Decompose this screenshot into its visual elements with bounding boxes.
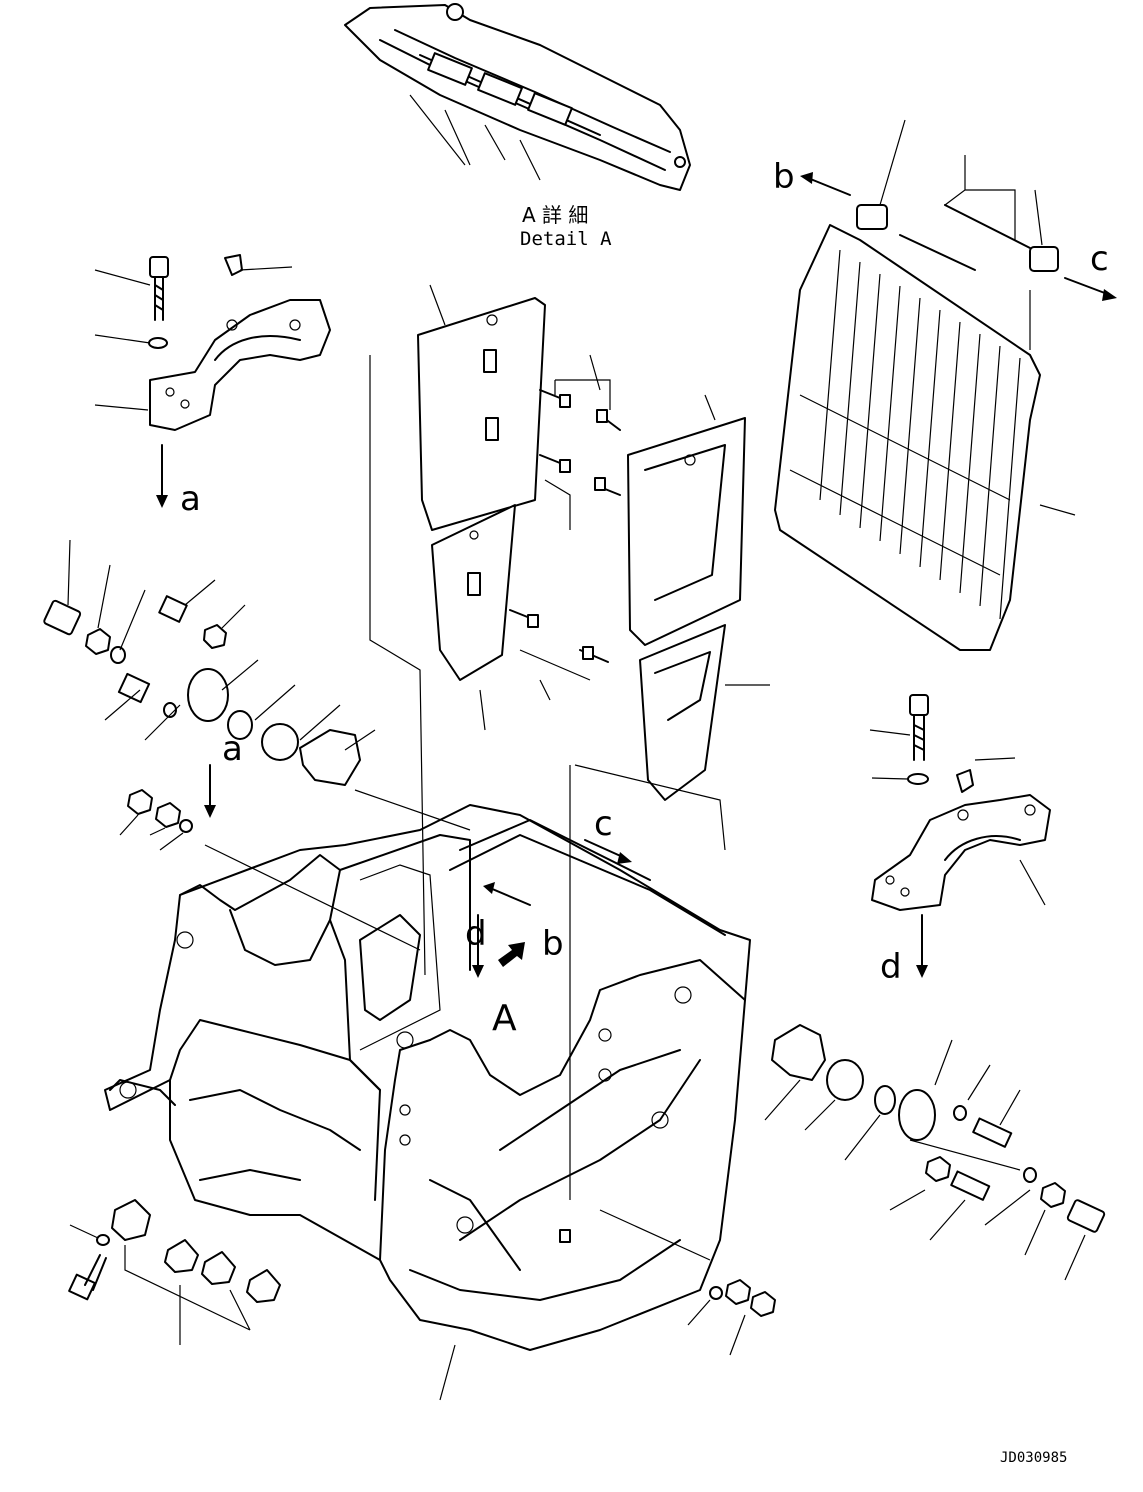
main-frame-body — [104, 804, 751, 1351]
bottom-nuts — [687, 1279, 776, 1356]
right-hardware-stack — [764, 1024, 1106, 1281]
bearing-cap-right — [869, 694, 1051, 911]
view-label-d-right: d — [880, 947, 902, 987]
view-label-b-mid: b — [542, 924, 564, 964]
detail-a-rail-assembly — [344, 3, 691, 191]
view-label-A: A — [492, 998, 517, 1039]
liner-bolts — [509, 379, 621, 701]
detail-caption-en: Detail A — [520, 228, 612, 250]
liner-plate-upper-right — [627, 417, 746, 646]
view-label-b-top: b — [773, 157, 795, 197]
corrugated-screen — [774, 224, 1041, 651]
view-label-a-top: a — [180, 479, 201, 519]
bearing-cap-left — [94, 254, 331, 431]
bottom-left-clamps — [68, 1199, 281, 1345]
detail-caption-jp: A 詳 細 — [522, 203, 588, 227]
left-hardware-stack — [43, 539, 376, 786]
liner-plate-lower-left — [431, 504, 516, 681]
screen-retainer-blocks — [856, 119, 1076, 516]
arrow-b-top — [807, 177, 851, 196]
view-arrow-A — [498, 942, 525, 967]
leader-frame-bottom — [439, 1344, 456, 1401]
view-label-d-mid: d — [465, 914, 487, 954]
arrow-c-mid — [584, 839, 626, 859]
view-label-c-mid: c — [594, 804, 613, 844]
view-label-c-top: c — [1090, 239, 1109, 279]
drawing-number: JD030985 — [1000, 1450, 1067, 1466]
arrow-b-mid — [489, 887, 531, 906]
arrow-c-top — [1064, 277, 1111, 296]
nuts-left — [119, 789, 193, 851]
liner-plate-upper-left — [417, 297, 546, 531]
view-label-a-mid: a — [222, 729, 243, 769]
liner-plate-lower-right — [639, 624, 726, 801]
